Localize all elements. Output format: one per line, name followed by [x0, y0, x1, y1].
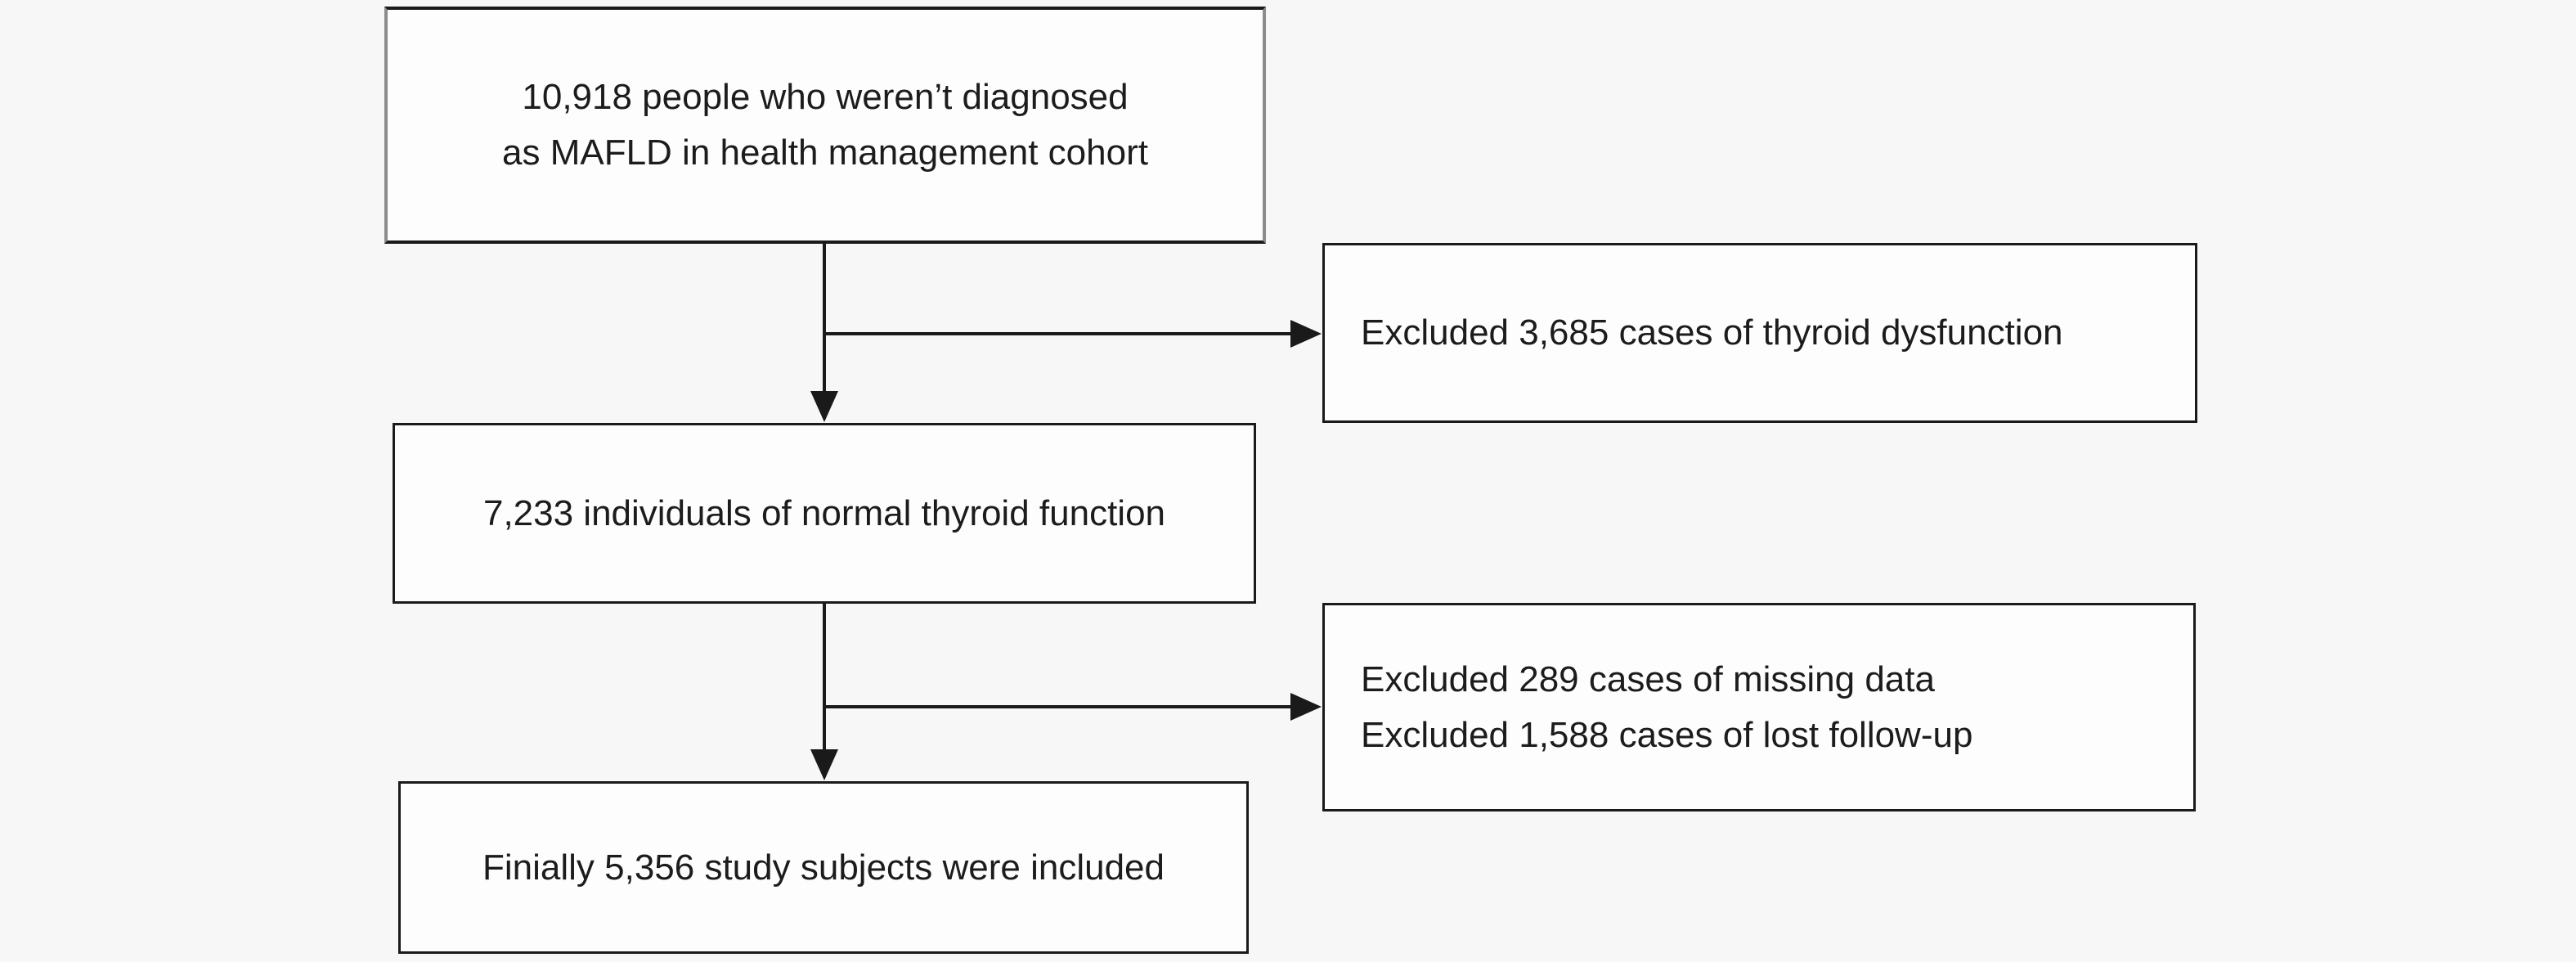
box-excluded-missing-line-1: Excluded 289 cases of missing data: [1361, 659, 1935, 699]
box-normal-thyroid-line-1: 7,233 individuals of normal thyroid func…: [482, 492, 1166, 533]
connector-initial-to-normal: [810, 244, 838, 422]
box-excluded-thyroid-line-1: Excluded 3,685 cases of thyroid dysfunct…: [1361, 312, 2063, 353]
box-final-study-subjects: Finially 5,356 study subjects were inclu…: [398, 781, 1249, 954]
box-excluded-missing-and-followup: Excluded 289 cases of missing data Exclu…: [1322, 603, 2196, 811]
connector-normal-to-final: [810, 604, 838, 780]
arrowhead-down-icon: [810, 749, 838, 780]
box-initial-cohort-line-2: as MAFLD in health management cohort: [502, 133, 1148, 173]
box-final-subjects-line-1: Finially 5,356 study subjects were inclu…: [482, 847, 1165, 888]
box-normal-thyroid-function: 7,233 individuals of normal thyroid func…: [393, 423, 1256, 604]
box-excluded-missing-line-2: Excluded 1,588 cases of lost follow-up: [1361, 714, 1973, 755]
box-excluded-thyroid-dysfunction: Excluded 3,685 cases of thyroid dysfunct…: [1322, 243, 2197, 423]
box-initial-cohort-line-1: 10,918 people who weren’t diagnosed: [522, 77, 1129, 117]
box-initial-cohort: 10,918 people who weren’t diagnosed as M…: [384, 7, 1266, 244]
arrowhead-down-icon: [810, 391, 838, 422]
connector-branch-to-excluded-thyroid: [824, 320, 1322, 348]
arrowhead-right-icon: [1290, 320, 1322, 348]
arrowhead-right-icon: [1290, 693, 1322, 721]
connector-branch-to-excluded-missing: [824, 693, 1322, 721]
